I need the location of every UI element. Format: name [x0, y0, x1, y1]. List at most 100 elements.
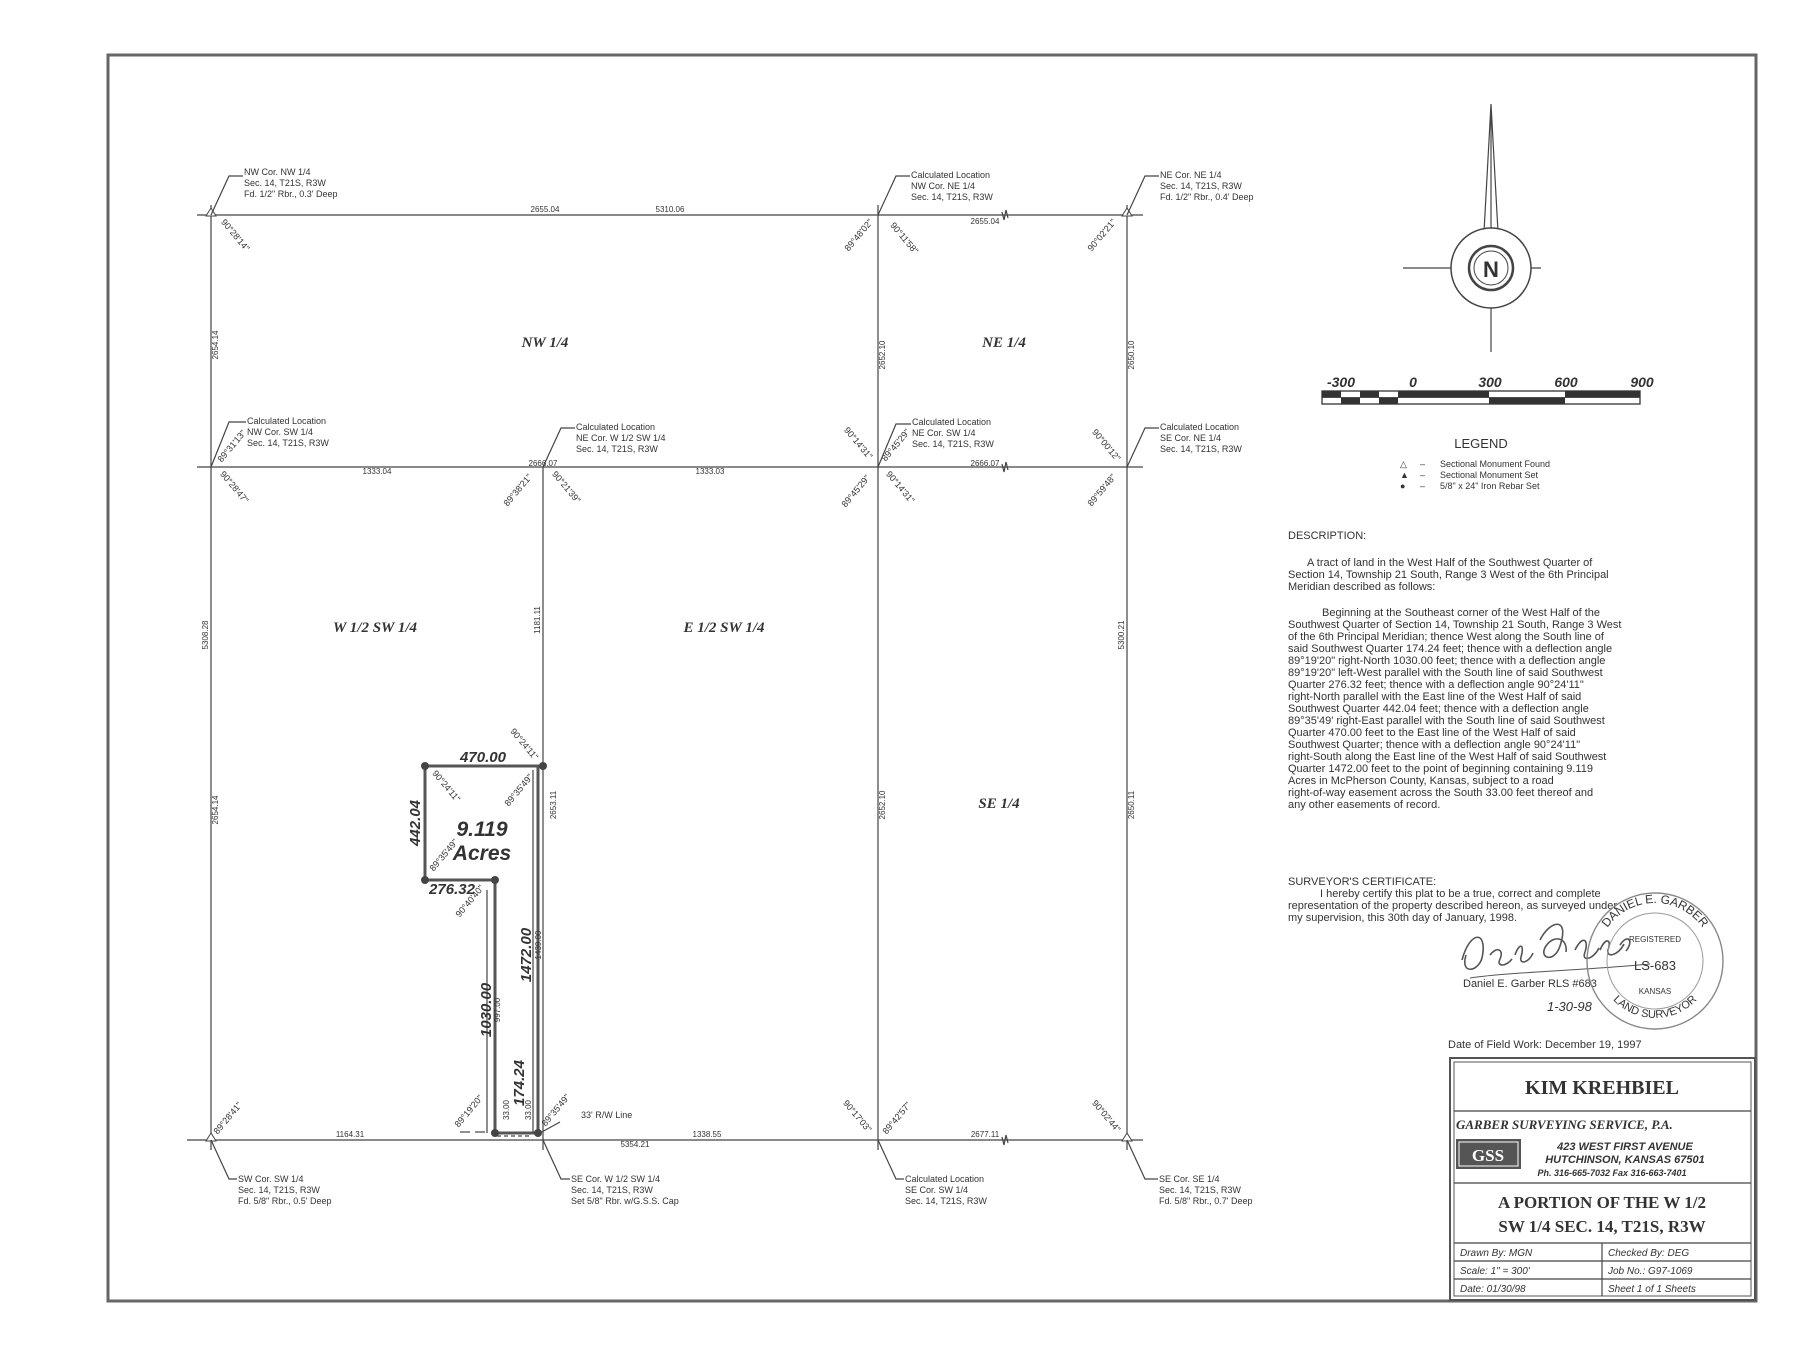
svg-text:DANIEL E. GARBER: DANIEL E. GARBER	[1599, 892, 1712, 930]
svg-text:Checked By: DEG: Checked By: DEG	[1608, 1248, 1689, 1259]
monument-found-icon	[205, 1132, 217, 1142]
svg-text:90°14'31": 90°14'31"	[842, 425, 874, 461]
svg-text:Sec. 14, T21S, R3W: Sec. 14, T21S, R3W	[912, 439, 994, 449]
svg-text:Sec. 14, T21S, R3W: Sec. 14, T21S, R3W	[576, 444, 658, 454]
svg-text:2650.10: 2650.10	[1127, 340, 1136, 369]
svg-text:SURVEYOR'S CERTIFICATE:: SURVEYOR'S CERTIFICATE:	[1288, 876, 1436, 888]
svg-text:89°35'49' right-East parallel: 89°35'49' right-East parallel with the S…	[1288, 715, 1605, 727]
svg-text:Calculated Location: Calculated Location	[912, 417, 991, 427]
svg-text:Quarter 1472.00 feet to the po: Quarter 1472.00 feet to the point of beg…	[1288, 763, 1593, 775]
svg-text:Sec. 14, T21S, R3W: Sec. 14, T21S, R3W	[1159, 1185, 1241, 1195]
svg-text:90°02'21": 90°02'21"	[1085, 217, 1117, 253]
svg-text:Scale: 1" = 300': Scale: 1" = 300'	[1460, 1266, 1531, 1277]
svg-text:89°28'41": 89°28'41"	[211, 1100, 243, 1136]
svg-text:Section 14, Township 21 South,: Section 14, Township 21 South, Range 3 W…	[1288, 569, 1609, 581]
svg-text:2652.10: 2652.10	[878, 790, 887, 819]
svg-text:90°00'12": 90°00'12"	[1090, 427, 1122, 463]
rebar-set-icon	[491, 876, 499, 884]
svg-text:89°35'49": 89°35'49"	[502, 772, 534, 808]
svg-text:Calculated Location: Calculated Location	[1160, 422, 1239, 432]
svg-text:Sec. 14, T21S, R3W: Sec. 14, T21S, R3W	[238, 1185, 320, 1195]
svg-text:1472.00: 1472.00	[518, 927, 535, 982]
svg-text:Sec. 14, T21S, R3W: Sec. 14, T21S, R3W	[905, 1196, 987, 1206]
drawing-title-line2: SW 1/4 SEC. 14, T21S, R3W	[1498, 1217, 1705, 1236]
rebar-set-icon	[539, 762, 547, 770]
svg-text:600: 600	[1554, 374, 1578, 390]
svg-text:NW Cor. SW 1/4: NW Cor. SW 1/4	[247, 427, 313, 437]
svg-text:1338.55: 1338.55	[693, 1130, 722, 1139]
svg-text:89°38'21": 89°38'21"	[501, 472, 533, 508]
svg-text:2655.04: 2655.04	[971, 217, 1000, 226]
svg-text:Sectional Monument Set: Sectional Monument Set	[1440, 470, 1539, 480]
north-letter: N	[1483, 257, 1499, 282]
corner-notes: NW Cor. NW 1/4 Sec. 14, T21S, R3W Fd. 1/…	[210, 167, 1253, 1206]
svg-text:33.00: 33.00	[524, 1099, 533, 1120]
quarter-label-w-sw: W 1/2 SW 1/4	[333, 620, 418, 636]
svg-text:Fd. 1/2" Rbr., 0.4' Deep: Fd. 1/2" Rbr., 0.4' Deep	[1160, 192, 1253, 202]
svg-text:90°24'11": 90°24'11"	[430, 768, 462, 803]
monument-found-icon	[205, 207, 217, 217]
svg-text:423 WEST FIRST AVENUE: 423 WEST FIRST AVENUE	[1556, 1141, 1693, 1153]
svg-text:Southwest Quarter; thence with: Southwest Quarter; thence with a deflect…	[1288, 739, 1580, 751]
svg-text:Sectional Monument Found: Sectional Monument Found	[1440, 459, 1550, 469]
svg-text:Calculated Location: Calculated Location	[576, 422, 655, 432]
svg-text:5300.21: 5300.21	[1117, 620, 1126, 649]
svg-text:NE Cor. W 1/2 SW 1/4: NE Cor. W 1/2 SW 1/4	[576, 433, 666, 443]
svg-text:NE Cor. NE 1/4: NE Cor. NE 1/4	[1160, 170, 1222, 180]
svg-text:right-North parallel with the: right-North parallel with the East line …	[1288, 691, 1581, 703]
rebar-set-icon	[421, 876, 429, 884]
svg-text:said Southwest Quarter 174.24: said Southwest Quarter 174.24 feet; then…	[1288, 643, 1612, 655]
svg-text:NE Cor. SW 1/4: NE Cor. SW 1/4	[912, 428, 976, 438]
quarter-label-ne: NE 1/4	[981, 335, 1026, 351]
rebar-set-icon	[491, 1129, 499, 1137]
svg-text:Calculated Location: Calculated Location	[911, 170, 990, 180]
svg-text:Southwest Quarter of Section 1: Southwest Quarter of Section 14, Townshi…	[1288, 619, 1621, 631]
svg-text:△: △	[1400, 459, 1407, 469]
svg-text:2666.07: 2666.07	[529, 459, 558, 468]
svg-text:NW Cor. NE 1/4: NW Cor. NE 1/4	[911, 181, 975, 191]
svg-text:Calculated Location: Calculated Location	[905, 1174, 984, 1184]
svg-text:I hereby certify this plat to: I hereby certify this plat to be a true,…	[1320, 888, 1601, 900]
svg-text:Sec. 14, T21S, R3W: Sec. 14, T21S, R3W	[244, 178, 326, 188]
svg-text:Beginning at the Southeast cor: Beginning at the Southeast corner of the…	[1322, 607, 1600, 619]
svg-text:SE Cor. SW 1/4: SE Cor. SW 1/4	[905, 1185, 968, 1195]
surveyor-certificate: SURVEYOR'S CERTIFICATE: I hereby certify…	[1288, 876, 1617, 924]
svg-text:of the 6th Principal Meridian;: of the 6th Principal Meridian; thence We…	[1288, 631, 1605, 643]
svg-text:276.32: 276.32	[428, 881, 476, 898]
svg-text:SE Cor. W 1/2 SW 1/4: SE Cor. W 1/2 SW 1/4	[571, 1174, 660, 1184]
gss-logo-icon	[1456, 1139, 1521, 1169]
svg-text:2654.14: 2654.14	[211, 795, 220, 824]
svg-text:89°45'29": 89°45'29"	[879, 427, 911, 463]
svg-text:470.00: 470.00	[459, 749, 507, 766]
svg-text:5310.06: 5310.06	[656, 205, 685, 214]
rebar-set-icon	[421, 762, 429, 770]
svg-text:1333.03: 1333.03	[696, 467, 725, 476]
svg-text:5308.28: 5308.28	[201, 620, 210, 649]
svg-text:89°45'29": 89°45'29"	[839, 473, 871, 509]
svg-text:90°14'31": 90°14'31"	[884, 469, 916, 505]
svg-text:90°11'58": 90°11'58"	[888, 220, 920, 255]
svg-text:2650.11: 2650.11	[1127, 790, 1136, 819]
monument-symbols	[205, 207, 1133, 1142]
north-arrow-icon: N	[1403, 103, 1541, 352]
svg-text:my supervision, this 30th day: my supervision, this 30th day of January…	[1288, 912, 1517, 924]
svg-text:89°19'20" right-North 1030.00: 89°19'20" right-North 1030.00 feet; then…	[1288, 655, 1605, 667]
svg-text:89°59'48": 89°59'48"	[1085, 472, 1117, 508]
svg-text:5/8" x 24" Iron Rebar Set: 5/8" x 24" Iron Rebar Set	[1440, 481, 1540, 491]
tract-acreage-number: 9.119	[457, 818, 508, 841]
rebar-set-icon	[534, 1129, 542, 1137]
svg-text:KANSAS: KANSAS	[1639, 987, 1671, 996]
svg-text:300: 300	[1478, 374, 1502, 390]
svg-text:90°28'47": 90°28'47"	[218, 469, 250, 505]
svg-text:GSS: GSS	[1472, 1146, 1504, 1165]
svg-text:Quarter 276.32 feet; thence wi: Quarter 276.32 feet; thence with a defle…	[1288, 679, 1584, 691]
svg-text:Sec. 14, T21S, R3W: Sec. 14, T21S, R3W	[1160, 181, 1242, 191]
svg-text:LS-683: LS-683	[1634, 958, 1676, 973]
svg-text:89°31'13": 89°31'13"	[215, 428, 247, 464]
section-lines	[187, 205, 1143, 1150]
svg-text:Sheet 1 of 1 Sheets: Sheet 1 of 1 Sheets	[1608, 1284, 1696, 1295]
corner-angles: 90°28'14" 89°48'02" 90°11'58" 90°02'21" …	[211, 217, 1122, 1136]
svg-text:1439.00: 1439.00	[534, 930, 543, 959]
svg-text:89°42'57": 89°42'57"	[880, 1100, 912, 1136]
svg-text:89°19'20": 89°19'20"	[452, 1093, 484, 1129]
